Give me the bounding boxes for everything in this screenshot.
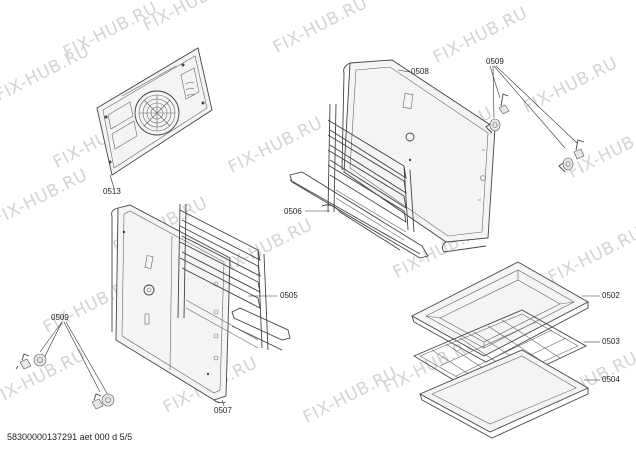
part-0513-fan-cover <box>96 47 213 189</box>
part-label-0502: 0502 <box>602 291 620 300</box>
part-label-0506: 0506 <box>284 207 302 216</box>
part-0508-side-panel <box>341 59 496 253</box>
part-label-0507: 0507 <box>214 406 232 415</box>
part-0504-flat-tray <box>418 349 600 439</box>
part-label-0513: 0513 <box>103 187 121 196</box>
part-label-0504: 0504 <box>602 375 620 384</box>
document-footer-code: 58300000137291 aet 000 d 5/5 <box>7 432 133 442</box>
part-label-0505: 0505 <box>280 291 298 300</box>
part-label-0508: 0508 <box>411 67 429 76</box>
part-label-0509: 0509 <box>486 57 504 66</box>
part-0506-shelf-support <box>289 103 429 259</box>
part-0505-shelf-support <box>177 203 291 351</box>
part-0509-clips-left <box>15 321 115 410</box>
part-0509-clips-top <box>485 65 585 173</box>
part-label-0503: 0503 <box>602 337 620 346</box>
part-label-0509: 0509 <box>51 313 69 322</box>
part-0507-side-panel <box>111 204 231 407</box>
part-0502-deep-tray <box>411 261 600 363</box>
